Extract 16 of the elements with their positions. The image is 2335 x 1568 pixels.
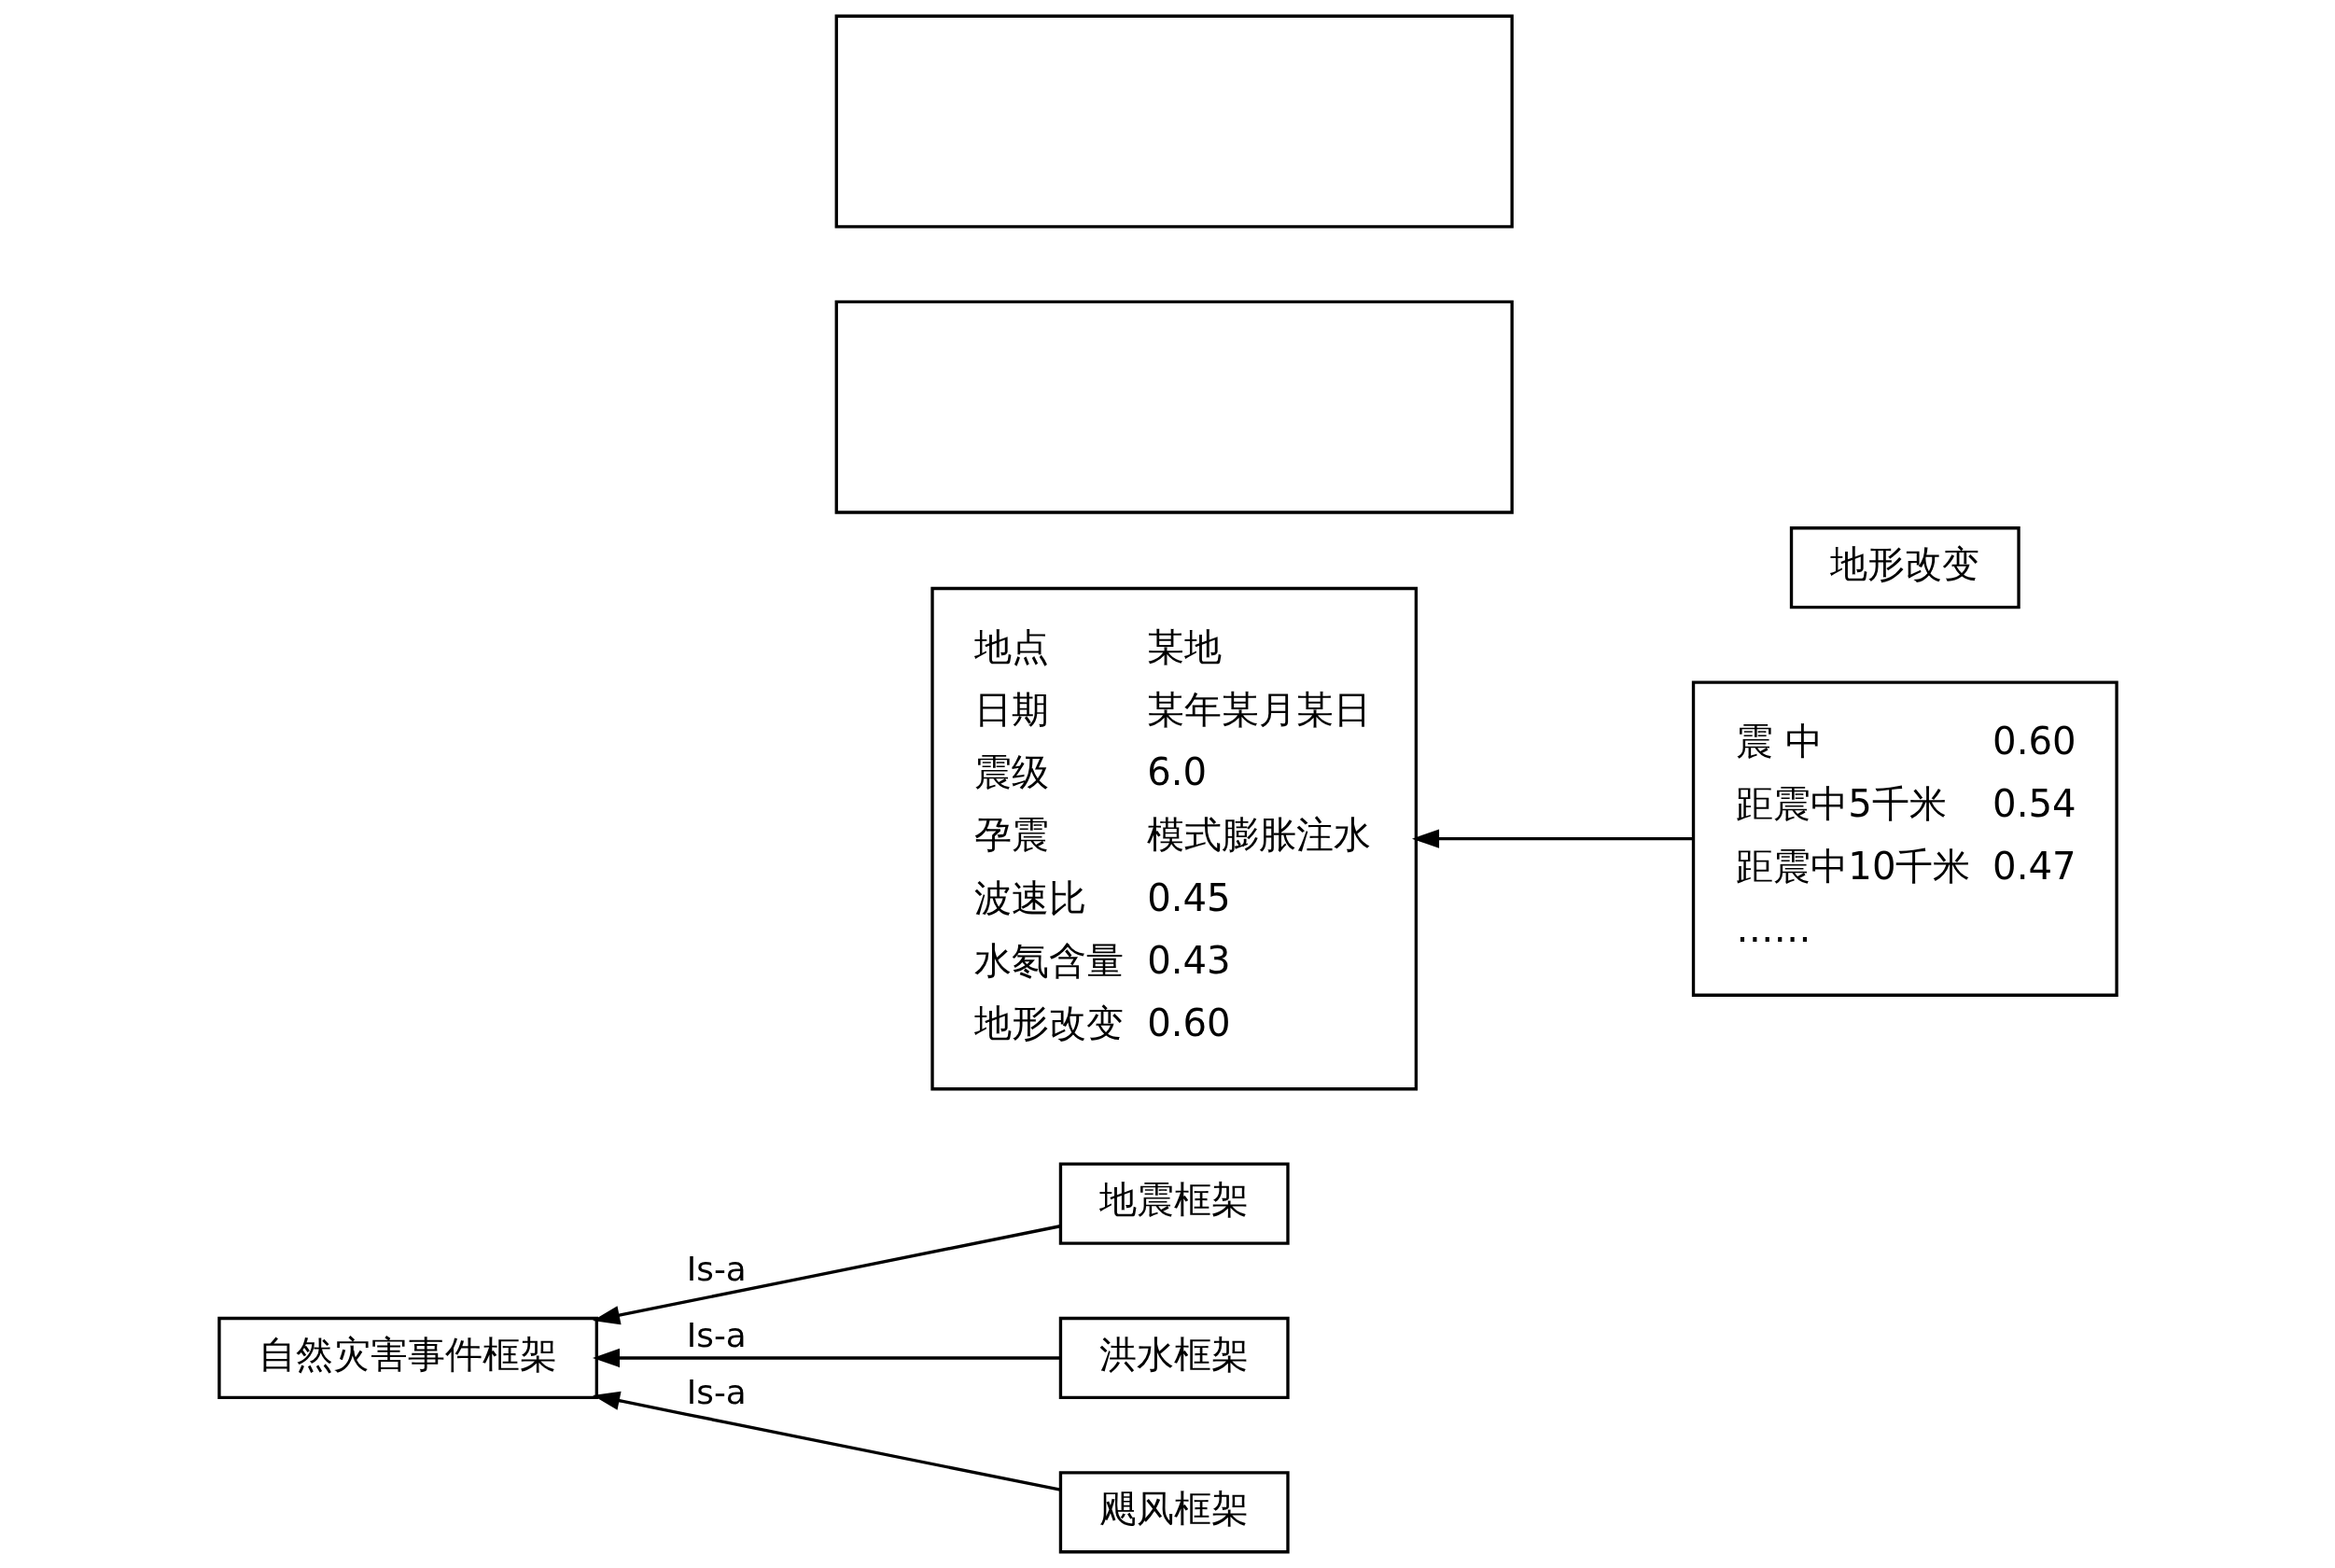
node-box: 震 中 0.60 距震中5千米 0.54 距震中10千米 0.47 …… xyxy=(1691,680,2118,997)
edge-label: Is-a xyxy=(686,1316,747,1355)
arrow xyxy=(592,1391,1060,1491)
node-box xyxy=(834,300,1514,514)
node-box: 自然灾害事件框架 xyxy=(217,1316,598,1400)
arrow xyxy=(1411,829,1693,848)
node-box: 地点 某地 日期 某年某月某日 震级 6.0 孕震 模式膨胀注水 波速比 0.45 水氡含量 0.43 地形改变 0.60 xyxy=(930,586,1418,1091)
node-box xyxy=(834,14,1514,229)
node-box: 地震框架 xyxy=(1058,1162,1290,1245)
node-box: 飓风框架 xyxy=(1058,1471,1290,1554)
node-box: 洪水框架 xyxy=(1058,1316,1290,1400)
arrow xyxy=(592,1225,1060,1325)
node-box: 地形改变 xyxy=(1789,526,2020,609)
edge-label: Is-a xyxy=(686,1372,747,1411)
arrow xyxy=(592,1348,1060,1368)
edge-label: Is-a xyxy=(686,1249,747,1288)
